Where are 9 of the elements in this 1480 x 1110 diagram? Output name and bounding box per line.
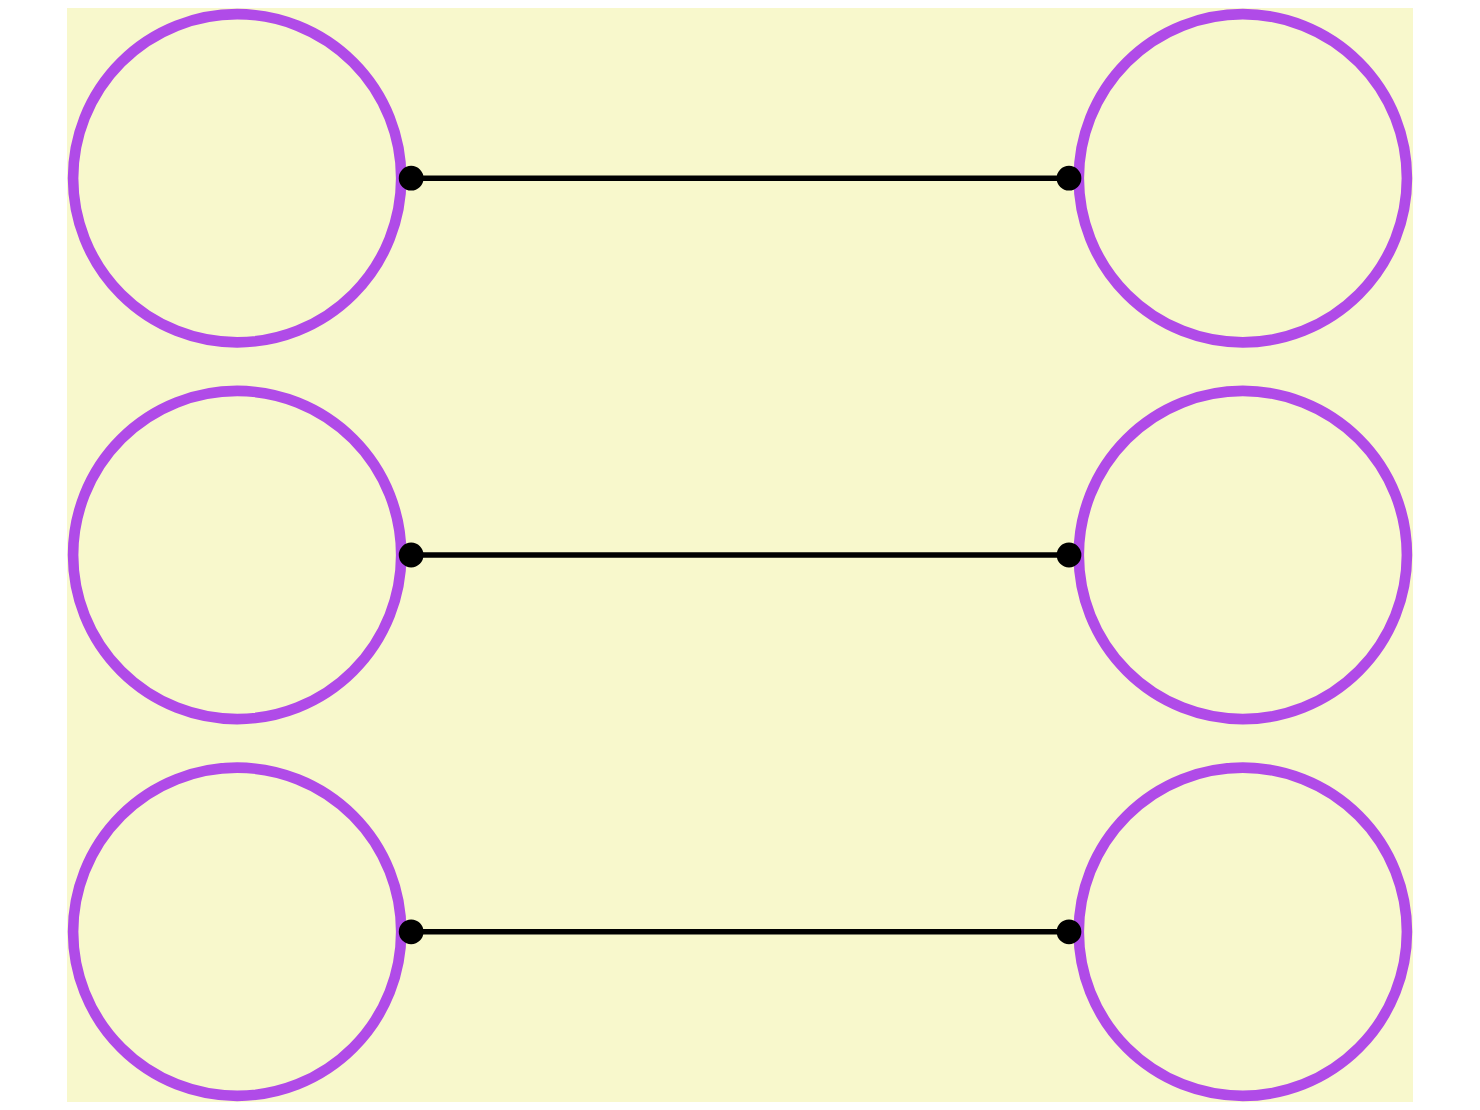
connector (398, 165, 1082, 191)
connector (398, 919, 1082, 945)
node-circle (1073, 762, 1413, 1102)
node-circle (1073, 385, 1413, 725)
connector (398, 542, 1082, 568)
node-circle (67, 8, 407, 348)
node-circle (67, 385, 407, 725)
node-circle (1073, 8, 1413, 348)
node-circle (67, 762, 407, 1102)
